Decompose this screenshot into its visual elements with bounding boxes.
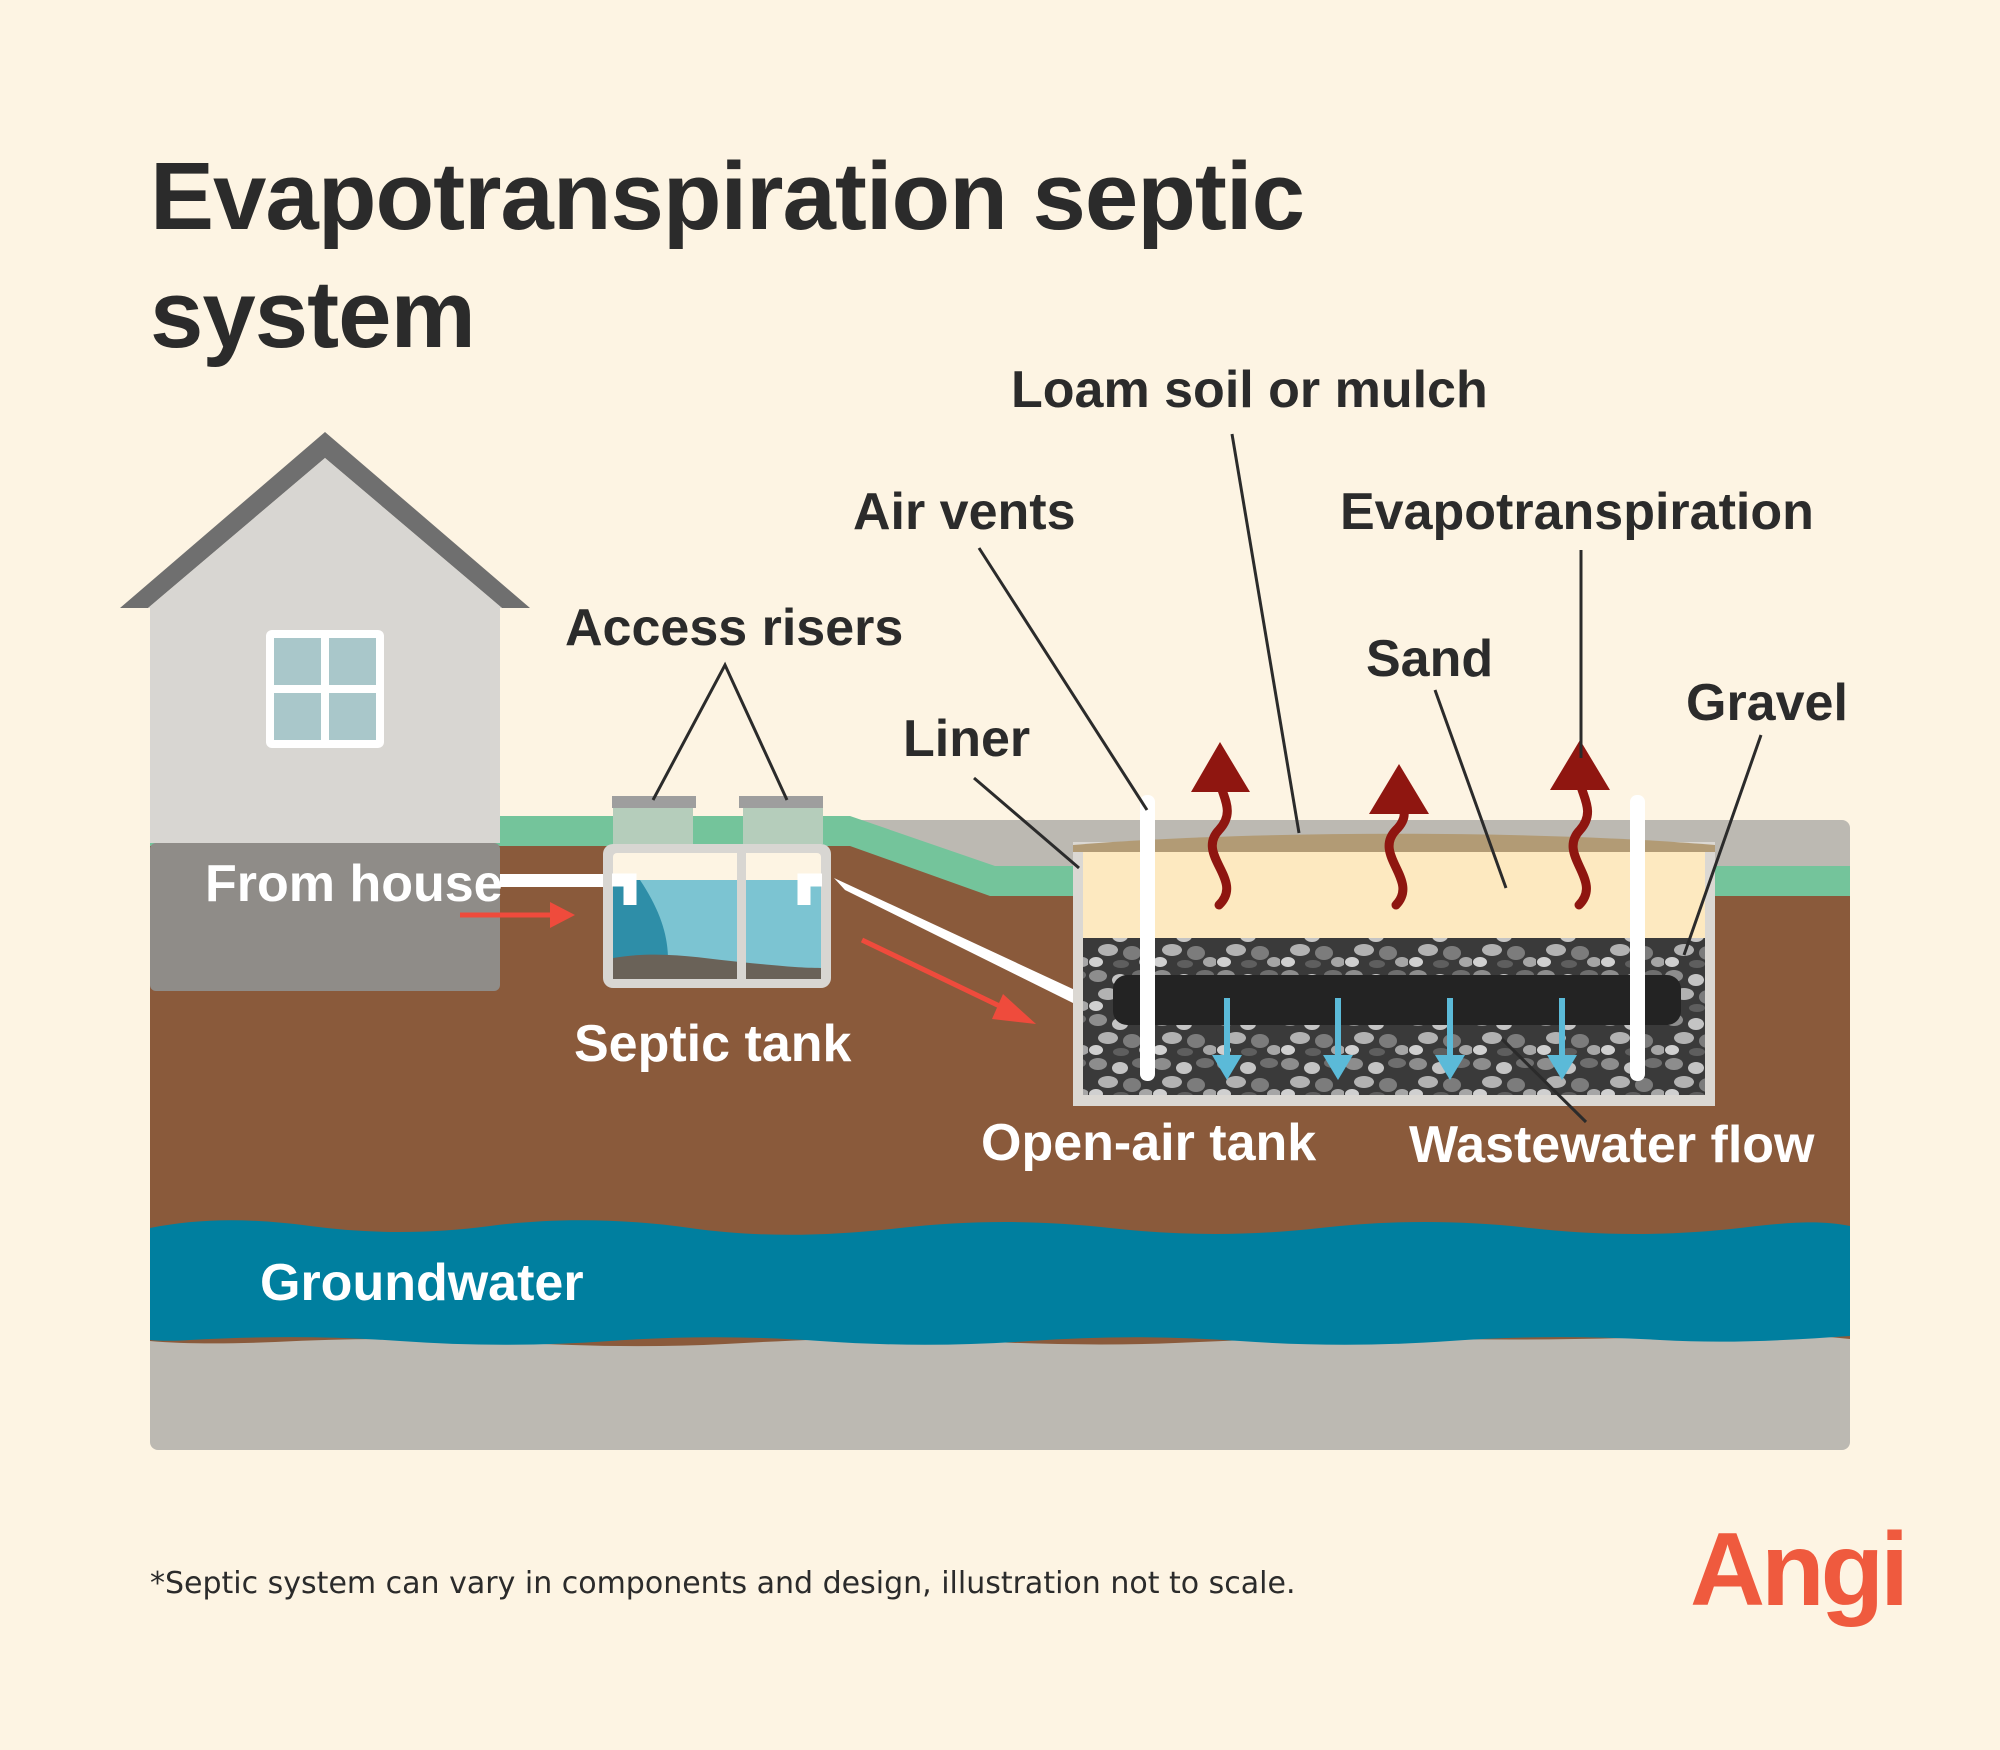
leader-lines [651, 433, 1763, 1124]
wastewater-arrows [1212, 998, 1577, 1080]
house-roof [120, 432, 530, 608]
label-access-risers: Access risers [565, 599, 903, 657]
label-sand: Sand [1366, 630, 1493, 688]
label-open-air-tank: Open-air tank [981, 1114, 1316, 1172]
label-septic-tank: Septic tank [574, 1015, 851, 1073]
house [120, 432, 530, 991]
label-gravel: Gravel [1686, 674, 1848, 732]
inlet-pipe [500, 874, 610, 887]
flow-arrow-to-et-tank [860, 937, 1036, 1024]
label-groundwater: Groundwater [260, 1254, 584, 1312]
diagram-title: Evapotranspiration septic system [150, 143, 1305, 368]
angi-logo: Angi [1690, 1512, 1909, 1628]
open-air-tank [1073, 795, 1715, 1106]
footnote: *Septic system can vary in components an… [150, 1566, 1296, 1601]
air-vent-left [1140, 795, 1155, 1081]
tank-baffle [737, 853, 746, 979]
label-loam: Loam soil or mulch [1011, 361, 1488, 419]
label-air-vents: Air vents [853, 483, 1076, 541]
outlet-pipe [834, 878, 1075, 1004]
label-liner: Liner [903, 710, 1030, 768]
distribution-pipe [1113, 975, 1681, 1025]
air-vent-right [1630, 795, 1645, 1081]
label-wastewater-flow: Wastewater flow [1409, 1116, 1815, 1174]
house-foundation [150, 843, 500, 991]
flow-arrow-into-tank [460, 902, 575, 928]
loam-layer [1073, 833, 1715, 852]
label-evapotranspiration: Evapotranspiration [1340, 483, 1814, 541]
groundwater-layer [150, 1220, 1850, 1345]
septic-tank [603, 796, 831, 988]
label-from-house: From house [205, 855, 503, 913]
tank-sludge [613, 954, 821, 979]
evaporation-arrows [1191, 740, 1610, 910]
